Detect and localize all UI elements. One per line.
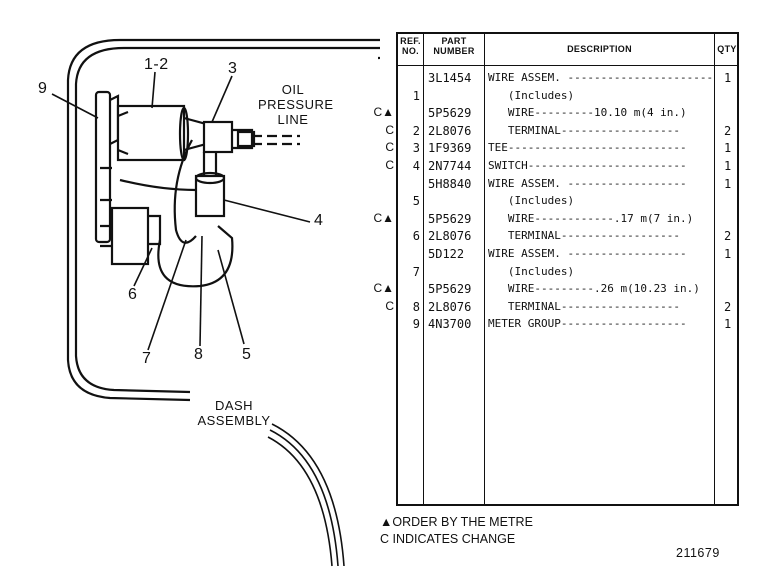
column-divider (423, 34, 424, 504)
row-ref-no: 1 (412, 88, 420, 103)
dash-panel-outline-inner (74, 46, 380, 394)
header-qty: QTY (717, 44, 737, 54)
dash-panel-outline (66, 38, 380, 402)
row-description: WIRE------------.17 m(7 in.) (488, 211, 694, 225)
oil-pressure-line (252, 134, 300, 146)
meter-body (116, 104, 186, 162)
row-qty: 1 (724, 317, 732, 332)
row-description: WIRE---------10.10 m(4 in.) (488, 106, 687, 120)
leader-7 (147, 239, 187, 351)
callout-8: 8 (194, 346, 204, 363)
row-description: SWITCH------------------------ (488, 159, 687, 172)
wire-loop-upper (173, 139, 197, 244)
row-part-number: 4N3700 (428, 317, 472, 332)
leader-9 (51, 93, 99, 119)
row-description: METER GROUP------------------- (488, 317, 687, 331)
row-part-number: 5D122 (428, 247, 465, 261)
gauge-assembly-diagram (51, 38, 380, 567)
leader-4 (223, 199, 311, 223)
leader-6 (133, 247, 153, 287)
callout-3: 3 (228, 60, 238, 77)
row-qty: 1 (724, 141, 732, 156)
row-ref-no: 6 (412, 229, 420, 244)
footnotes: ▲ORDER BY THE METRE C INDICATES CHANGE (380, 514, 533, 548)
header-description: DESCRIPTION (567, 44, 632, 54)
wire-loop-lower (157, 225, 234, 288)
leader-1-2 (151, 71, 156, 109)
row-part-number: 5P5629 (428, 282, 472, 297)
row-description: TERMINAL------------------ (488, 229, 681, 243)
row-description: WIRE ASSEM. ------------------ (488, 176, 687, 190)
row-part-number: 2L8076 (428, 299, 472, 314)
row-part-number: 3L1454 (428, 71, 472, 85)
row-description: TERMINAL------------------ (488, 123, 681, 137)
row-qty: 1 (724, 159, 732, 173)
dash-assembly-leader (269, 429, 339, 567)
row-part-number: 5P5629 (428, 106, 472, 121)
wire-bracket (119, 178, 197, 192)
row-description: (Includes) (488, 264, 575, 278)
row-qty: 1 (724, 176, 732, 191)
row-ref-no: 9 (412, 317, 420, 332)
leader-3 (211, 75, 233, 123)
row-part-number: 2L8076 (428, 229, 472, 244)
row-description: TEE--------------------------- (488, 141, 687, 155)
figure-number: 211679 (676, 546, 720, 560)
header-divider (398, 65, 737, 66)
callout-6: 6 (128, 286, 138, 303)
column-divider (484, 34, 485, 504)
row-part-number: 2N7744 (428, 159, 472, 173)
callout-5: 5 (242, 346, 252, 363)
row-ref-no: 3 (412, 141, 420, 156)
row-qty: 2 (724, 299, 732, 314)
lower-sender (110, 206, 150, 266)
footnote-change: C INDICATES CHANGE (380, 532, 516, 546)
row-qty: 1 (724, 247, 732, 261)
row-ref-no: 7 (412, 264, 420, 279)
row-part-number: 2L8076 (428, 123, 472, 138)
row-part-number: 5H8840 (428, 176, 472, 191)
row-description: TERMINAL------------------ (488, 299, 681, 313)
row-change-mark: C (385, 122, 394, 137)
callout-4: 4 (314, 212, 324, 229)
tee-fitting (202, 120, 234, 154)
row-part-number: 1F9369 (428, 141, 472, 156)
oil-pressure-line-label: OIL PRESSURE LINE (258, 82, 334, 127)
row-change-mark: C (385, 140, 394, 155)
row-change-mark: C▲ (373, 210, 394, 225)
row-change-mark: C (385, 298, 394, 313)
dash-assembly-label: DASH ASSEMBLY (197, 398, 271, 428)
callout-1-2: 1-2 (144, 56, 169, 73)
row-ref-no: 5 (412, 194, 420, 209)
callout-7: 7 (142, 350, 152, 367)
row-qty: 2 (724, 123, 732, 138)
row-ref-no: 4 (412, 159, 420, 173)
row-qty: 1 (724, 71, 732, 85)
leader-8 (199, 235, 203, 347)
header-ref-no: REF.NO. (400, 36, 421, 56)
row-change-mark: C▲ (373, 105, 394, 120)
row-description: (Includes) (488, 88, 575, 102)
footnote-metre: ▲ORDER BY THE METRE (380, 515, 533, 529)
row-ref-no: 8 (412, 299, 420, 314)
row-description: WIRE ASSEM. ----------------------- (488, 71, 712, 84)
leader-5 (217, 249, 245, 345)
row-part-number: 5P5629 (428, 211, 472, 226)
column-divider (714, 34, 715, 504)
callout-9: 9 (38, 80, 48, 97)
row-ref-no: 2 (412, 123, 420, 138)
row-change-mark: C (385, 158, 394, 172)
row-qty: 2 (724, 229, 732, 244)
row-description: (Includes) (488, 194, 575, 208)
row-change-mark: C▲ (373, 281, 394, 296)
row-description: WIRE ASSEM. ------------------ (488, 247, 687, 260)
row-description: WIRE---------.26 m(10.23 in.) (488, 282, 700, 296)
